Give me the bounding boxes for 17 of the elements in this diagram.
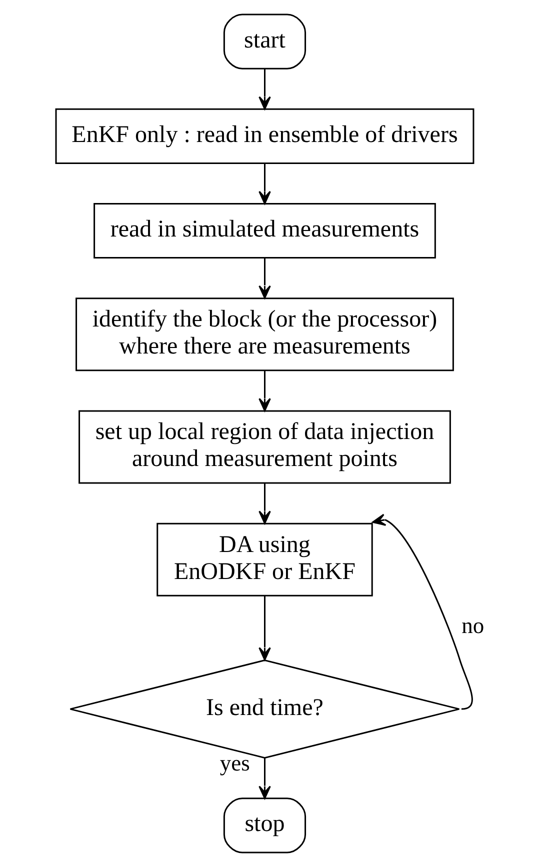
- node-box: start: [223, 14, 306, 70]
- arrow: [258, 483, 271, 524]
- node-box: identify the block (or the processor) where there are measurements: [76, 298, 454, 372]
- arrow: [372, 514, 473, 710]
- node-box: DA using EnODKF or EnKF: [156, 522, 373, 596]
- arrow: [258, 758, 271, 800]
- arrow: [258, 370, 271, 412]
- node-box: EnKF only : read in ensemble of drivers: [55, 108, 474, 164]
- node-diamond: Is end time?: [70, 659, 460, 759]
- arrow: [258, 69, 271, 110]
- arrow: [258, 596, 271, 661]
- arrow: [258, 258, 271, 299]
- arrow: [258, 164, 271, 204]
- node-box: set up local region of data injection around measurement points: [78, 410, 451, 484]
- node-box: read in simulated measurements: [94, 203, 436, 259]
- node-box: stop: [223, 798, 306, 854]
- edge-label: no: [462, 613, 484, 638]
